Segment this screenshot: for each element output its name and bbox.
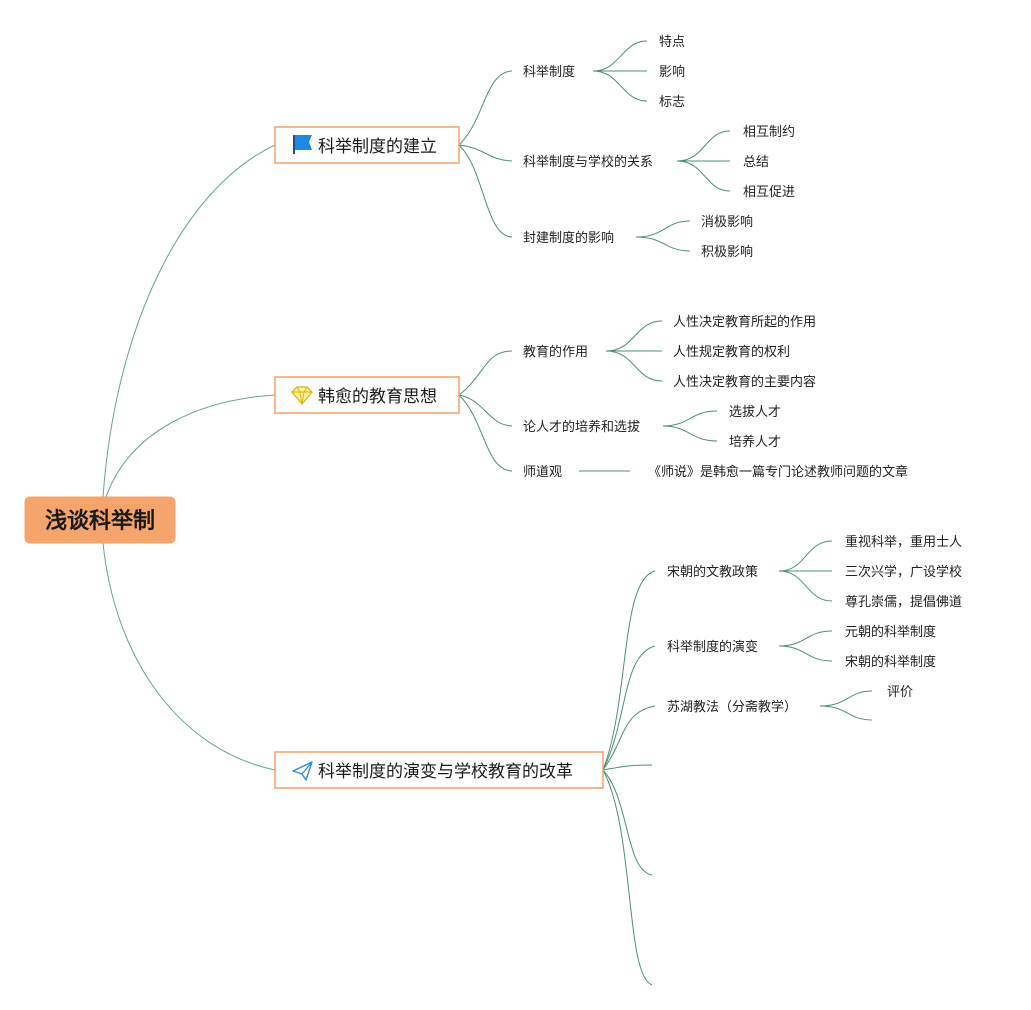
leaf-node[interactable]: 元朝的科举制度 <box>845 624 936 640</box>
topic-node[interactable]: 科举制度与学校的关系 <box>523 154 653 170</box>
leaf-node[interactable]: 积极影响 <box>701 244 753 260</box>
connector-b3-c1 <box>602 570 656 771</box>
topic-node[interactable]: 科举制度 <box>523 64 575 80</box>
connector-b1-c3-l2 <box>635 236 691 252</box>
connector-b3-c6 <box>602 769 653 986</box>
root-node-label: 浅谈科举制 <box>45 508 155 534</box>
connector-b3-c2 <box>602 645 656 771</box>
branch-node-2[interactable]: 韩愈的教育思想 <box>274 376 460 414</box>
leaf-node[interactable]: 人性决定教育所起的作用 <box>673 314 816 330</box>
connector-b3-c2-l1 <box>778 630 833 647</box>
branch-node-3[interactable]: 科举制度的演变与学校教育的改革 <box>274 751 604 789</box>
connector-b2-c1 <box>458 350 513 396</box>
leaf-node[interactable]: 相互促进 <box>743 185 795 200</box>
leaf-node[interactable]: 《师说》是韩愈一篇专门论述教师问题的文章 <box>648 464 908 480</box>
leaf-node[interactable]: 人性规定教育的权利 <box>673 344 790 360</box>
topic-node[interactable]: 师道观 <box>523 465 562 480</box>
connector-root-branch-1 <box>102 144 276 498</box>
connector-b2-c2-l2 <box>662 425 718 442</box>
connector-b2-c1-l1 <box>605 320 663 352</box>
connector-b1-c1 <box>458 70 513 146</box>
connector-b1-c3-l1 <box>635 220 691 238</box>
branch-node-3-label: 科举制度的演变与学校教育的改革 <box>318 762 573 782</box>
connector-b1-c2-l1 <box>676 130 731 162</box>
connector-b3-c1-l1 <box>778 540 833 572</box>
branch-node-1-box <box>274 126 460 164</box>
connector-b2-c2 <box>458 394 513 427</box>
root-node-box <box>24 496 176 544</box>
connector-b2-c1-l3 <box>605 350 663 382</box>
branch-node-1-label: 科举制度的建立 <box>318 137 437 157</box>
topic-node[interactable]: 科举制度的演变 <box>667 639 758 655</box>
connector-b3-c2-l2 <box>778 645 833 662</box>
leaf-node[interactable]: 选拔人才 <box>729 405 781 420</box>
leaf-node[interactable]: 人性决定教育的主要内容 <box>673 374 816 390</box>
leaf-node[interactable]: 影响 <box>659 64 685 80</box>
paper-plane-icon <box>292 761 313 781</box>
connector-root-branch-2 <box>105 394 276 498</box>
leaf-node[interactable]: 重视科举，重用士人 <box>845 534 962 550</box>
leaf-node[interactable]: 相互制约 <box>743 125 795 140</box>
leaf-node[interactable]: 标志 <box>659 95 685 110</box>
connector-b3-c3 <box>602 705 656 771</box>
leaf-node[interactable]: 特点 <box>659 35 685 50</box>
connector-b1-c2-l3 <box>676 160 731 192</box>
leaf-node[interactable]: 评价 <box>887 685 913 700</box>
leaf-node[interactable]: 总结 <box>743 155 769 170</box>
branch-node-1[interactable]: 科举制度的建立 <box>274 126 460 164</box>
connector-b1-c3 <box>458 144 513 238</box>
root-node[interactable]: 浅谈科举制 <box>24 496 176 544</box>
topic-node[interactable]: 论人才的培养和选拔 <box>523 419 640 435</box>
connector-lines <box>102 40 873 986</box>
branch-node-3-box <box>274 751 604 789</box>
connector-b1-c2 <box>458 144 513 162</box>
connector-b3-c3-l1 <box>819 690 873 707</box>
connector-b3-c5 <box>602 769 653 876</box>
connector-b2-c2-l1 <box>662 410 718 427</box>
connector-b3-c1-l3 <box>778 570 833 602</box>
topic-node[interactable]: 苏湖教法（分斋教学） <box>667 699 797 715</box>
flag-icon <box>293 135 312 154</box>
leaf-node[interactable]: 培养人才 <box>729 434 781 450</box>
leaf-node[interactable]: 尊孔崇儒，提倡佛道 <box>845 594 962 610</box>
gem-icon <box>291 386 313 405</box>
connector-b1-c1-l1 <box>592 40 648 72</box>
leaf-node[interactable]: 消极影响 <box>701 214 753 230</box>
connector-root-branch-3 <box>102 542 276 771</box>
topic-node[interactable]: 宋朝的文教政策 <box>667 564 758 580</box>
topic-node[interactable]: 教育的作用 <box>523 344 588 360</box>
connector-b2-c3 <box>458 394 513 472</box>
leaf-node[interactable]: 宋朝的科举制度 <box>845 654 936 670</box>
connector-b3-c4 <box>602 764 653 771</box>
branch-node-2-label: 韩愈的教育思想 <box>318 387 437 407</box>
connector-b3-c3-l2 <box>819 705 873 721</box>
connector-b1-c1-l3 <box>592 70 648 102</box>
topic-node[interactable]: 封建制度的影响 <box>523 230 614 246</box>
leaf-node[interactable]: 三次兴学，广设学校 <box>845 564 962 580</box>
